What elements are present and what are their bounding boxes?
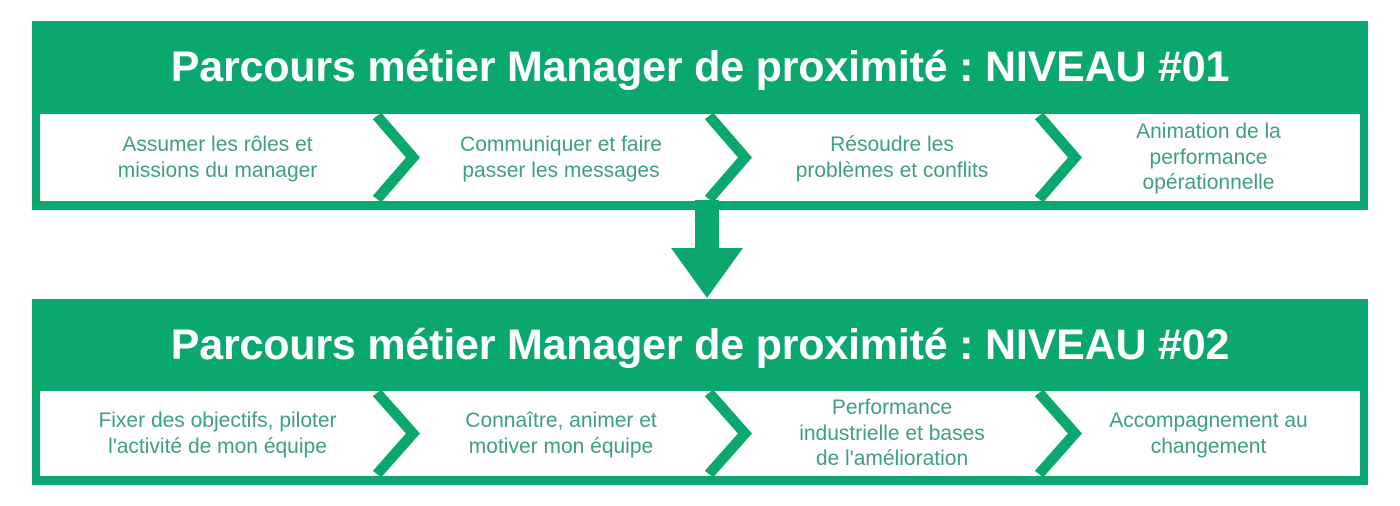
- level-block-niveau-02: Parcours métier Manager de proximité : N…: [32, 299, 1368, 485]
- step-label: Animation de la performance opérationnel…: [1136, 120, 1281, 195]
- step-communiquer-et-faire-passer[interactable]: Communiquer et faire passer les messages: [395, 114, 753, 201]
- step-label: Accompagnement au changement: [1109, 408, 1308, 458]
- step-resoudre-les-problemes[interactable]: Résoudre les problèmes et conflits: [727, 114, 1083, 201]
- step-label: Communiquer et faire passer les messages: [460, 132, 662, 182]
- step-assumer-les-roles[interactable]: Assumer les rôles et missions du manager: [40, 114, 421, 201]
- step-label: Résoudre les problèmes et conflits: [795, 132, 989, 182]
- block-title-niveau-02: Parcours métier Manager de proximité : N…: [170, 320, 1230, 369]
- step-fixer-des-objectifs[interactable]: Fixer des objectifs, piloter l'activité …: [40, 391, 421, 476]
- step-accompagnement-au-changement[interactable]: Accompagnement au changement: [1057, 391, 1360, 476]
- level-block-niveau-01: Parcours métier Manager de proximité : N…: [32, 21, 1368, 210]
- step-connaitre-animer-motiver[interactable]: Connaître, animer et motiver mon équipe: [395, 391, 753, 476]
- step-label: Fixer des objectifs, piloter l'activité …: [98, 408, 337, 458]
- step-label: Assumer les rôles et missions du manager: [117, 132, 318, 182]
- down-arrow-icon: [665, 200, 749, 300]
- step-row-niveau-02: Fixer des objectifs, piloter l'activité …: [40, 391, 1360, 476]
- step-label: Connaître, animer et motiver mon équipe: [465, 408, 657, 458]
- step-performance-industrielle[interactable]: Performance industrielle et bases de l'a…: [727, 391, 1083, 476]
- step-animation-de-la-performance[interactable]: Animation de la performance opérationnel…: [1057, 114, 1360, 201]
- step-label: Performance industrielle et bases de l'a…: [799, 396, 985, 471]
- block-title-niveau-01: Parcours métier Manager de proximité : N…: [170, 43, 1230, 91]
- step-row-niveau-01: Assumer les rôles et missions du manager…: [40, 114, 1360, 201]
